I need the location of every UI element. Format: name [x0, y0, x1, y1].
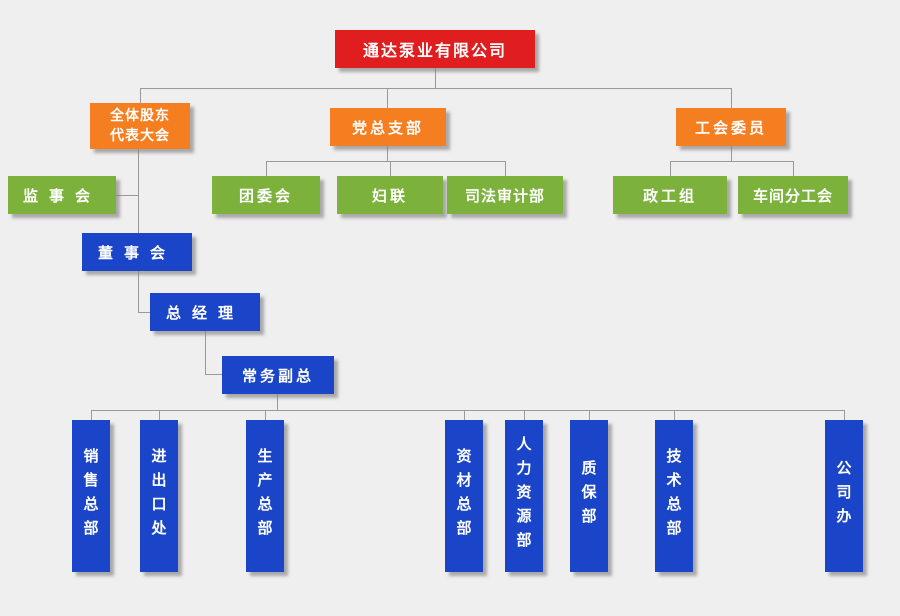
node-label: 党总支部 [351, 118, 424, 137]
node-judicial-audit: 司法审计部 [447, 176, 563, 214]
node-womens-federation: 妇联 [337, 176, 443, 214]
node-dept-technology: 技术总部 [655, 420, 693, 572]
node-label: 妇联 [371, 186, 408, 205]
node-label: 生产总部 [255, 448, 274, 544]
connector-line [205, 374, 222, 375]
node-label: 技术总部 [664, 448, 683, 544]
connector-line [91, 410, 844, 411]
node-label: 团委会 [238, 186, 293, 205]
node-dept-company-office: 公司办 [825, 420, 863, 572]
connector-line [670, 161, 671, 176]
node-dept-materials: 资材总部 [445, 420, 483, 572]
node-label-line2: 代表大会 [110, 128, 170, 144]
connector-line [138, 149, 139, 233]
node-label-line1: 全体股东 [110, 107, 170, 124]
node-workshop-union: 车间分工会 [738, 176, 848, 214]
connector-line [731, 88, 732, 108]
connector-line [116, 195, 138, 196]
connector-line [524, 410, 525, 420]
node-label: 常务副总 [241, 366, 314, 385]
connector-line [159, 410, 160, 420]
node-executive-deputy-gm: 常务副总 [222, 356, 334, 394]
node-label: 司法审计部 [464, 186, 545, 205]
node-union-committee: 工会委员 [676, 108, 786, 146]
connector-line [844, 410, 845, 420]
connector-line [138, 271, 139, 312]
node-label: 政工组 [642, 186, 697, 205]
connector-line [674, 410, 675, 420]
connector-line [205, 331, 206, 374]
node-board-of-directors: 董事会 [82, 233, 192, 271]
connector-line [390, 161, 391, 176]
connector-line [731, 146, 732, 161]
node-label: 车间分工会 [752, 186, 833, 205]
node-party-branch: 党总支部 [330, 108, 446, 146]
connector-line [91, 410, 92, 420]
node-label: 工会委员 [694, 118, 767, 137]
node-company-root: 通达泵业有限公司 [335, 30, 535, 68]
connector-line [266, 161, 505, 162]
connector-line [140, 88, 731, 89]
node-label: 质保部 [579, 460, 598, 532]
connector-line [265, 410, 266, 420]
node-label: 资材总部 [454, 448, 473, 544]
connector-line [277, 394, 278, 410]
node-label: 董事会 [97, 243, 176, 262]
connector-line [140, 88, 141, 103]
node-dept-import-export: 进出口处 [140, 420, 178, 572]
node-label: 公司办 [834, 460, 853, 532]
connector-line [387, 88, 388, 108]
node-youth-league: 团委会 [212, 176, 320, 214]
node-dept-quality-assurance: 质保部 [570, 420, 608, 572]
connector-line [505, 161, 506, 176]
node-political-work-group: 政工组 [613, 176, 727, 214]
node-label: 人力资源部 [514, 436, 533, 556]
node-label: 监事会 [22, 186, 101, 205]
node-dept-sales: 销售总部 [72, 420, 110, 572]
connector-line [589, 410, 590, 420]
node-label: 总经理 [165, 303, 244, 322]
node-general-manager: 总经理 [150, 293, 260, 331]
node-dept-human-resources: 人力资源部 [505, 420, 543, 572]
connector-line [670, 161, 793, 162]
node-label: 进出口处 [149, 448, 168, 544]
node-dept-production: 生产总部 [246, 420, 284, 572]
connector-line [138, 312, 150, 313]
connector-line [435, 68, 436, 88]
node-supervisory-board: 监事会 [8, 176, 116, 214]
node-label: 通达泵业有限公司 [362, 41, 507, 60]
connector-line [793, 161, 794, 176]
connector-line [266, 161, 267, 176]
connector-line [464, 410, 465, 420]
node-label: 销售总部 [81, 448, 100, 544]
node-shareholders-assembly: 全体股东 代表大会 [90, 103, 190, 149]
connector-line [387, 146, 388, 161]
